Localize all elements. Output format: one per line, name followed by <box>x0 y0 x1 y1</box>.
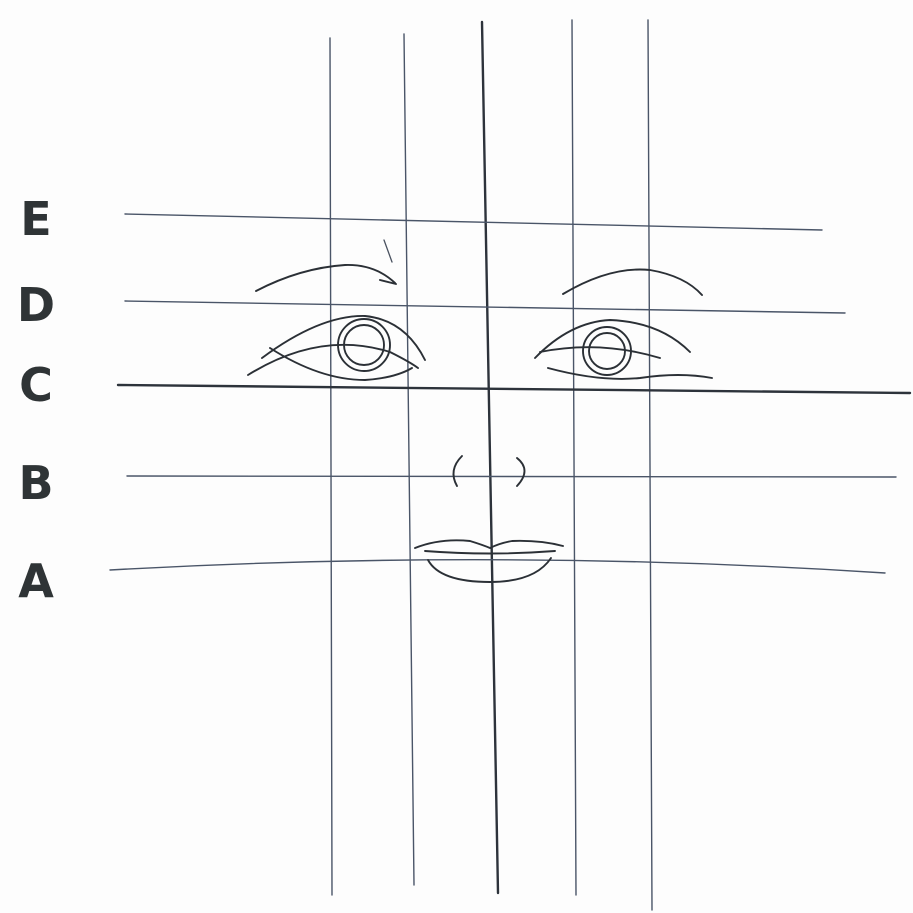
vertical-guide-1 <box>330 38 332 895</box>
vertical-guide-4 <box>648 20 652 910</box>
right-eye-inner-iris <box>589 333 625 369</box>
right-eye-upper-lid <box>535 320 690 358</box>
vertical-guide-3 <box>572 20 576 895</box>
nose-left-nostril <box>453 456 462 486</box>
horizontal-guide-c <box>118 385 910 393</box>
horizontal-guide-a <box>110 560 885 573</box>
left-eye-upper-lid <box>262 316 425 360</box>
upper-lip <box>415 540 563 548</box>
lower-lip <box>428 558 551 582</box>
horizontal-guide-e <box>125 214 822 230</box>
vertical-center-line <box>482 22 498 893</box>
horizontal-guide-d <box>125 301 845 313</box>
left-eyebrow-hatch <box>384 240 392 262</box>
right-eye-lower-lid <box>548 368 712 379</box>
nose-right-nostril <box>517 458 525 486</box>
left-eyebrow <box>256 265 395 291</box>
right-eye-lash-line <box>540 347 660 358</box>
vertical-guide-2 <box>404 34 414 885</box>
lip-line <box>425 551 555 554</box>
right-eye-outer-iris <box>583 327 631 375</box>
horizontal-guide-b <box>127 476 896 477</box>
right-eyebrow <box>563 270 702 296</box>
